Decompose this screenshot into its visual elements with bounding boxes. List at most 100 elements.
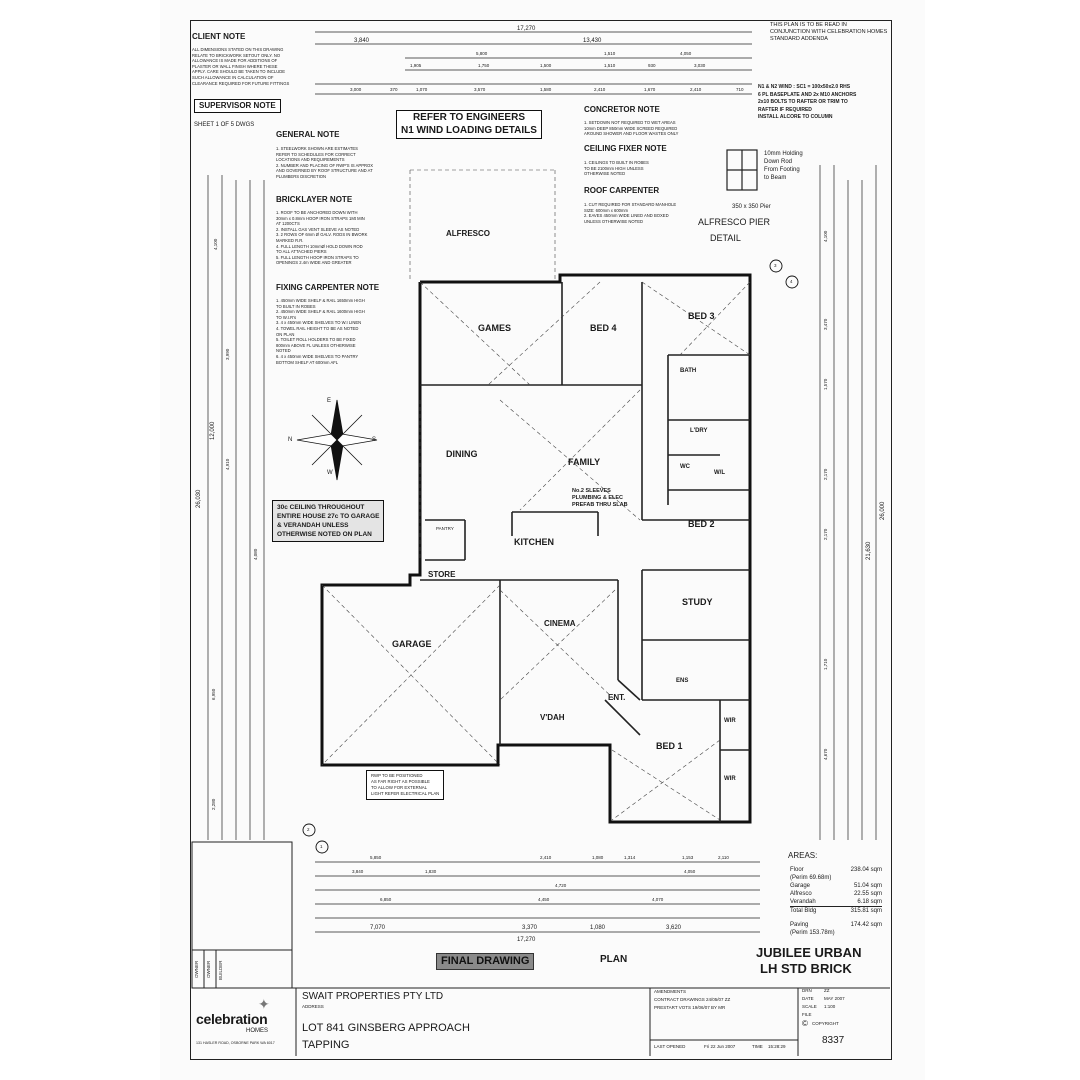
owner-label-1: OWNER [194, 960, 199, 978]
room-vdah: V'DAH [540, 713, 565, 722]
wind-note: N1 & N2 WIND : SC1 = 100x50x2.0 RHS 6 PL… [758, 84, 857, 120]
address-label: ADDRESS [302, 1004, 324, 1009]
dim-top-r3-6: 3,030 [694, 63, 706, 68]
room-study: STUDY [682, 597, 713, 607]
compass-n: N [288, 437, 293, 443]
dim-bot-r1-6: 2,110 [718, 855, 729, 860]
area-row: (Perim 69.68m) [790, 875, 832, 881]
dim-top-right: 13,430 [583, 38, 602, 44]
dim-bot-r2-1: 3,840 [352, 869, 364, 874]
dim-bot-r2-3: 4,720 [555, 883, 567, 888]
dim-bot-r3-3: 4,070 [652, 897, 664, 902]
compass-w: W [327, 470, 333, 476]
concretor-note-title: CONCRETOR NOTE [584, 105, 660, 114]
general-note-title: GENERAL NOTE [276, 130, 340, 139]
builder-label: BUILDER [218, 960, 223, 980]
dim-top-r2-1: 5,800 [476, 51, 488, 56]
date-label: DATE [802, 996, 814, 1001]
room-garage: GARAGE [392, 639, 432, 649]
dim-right-2: 3,470 [823, 318, 828, 330]
final-drawing-badge: FINAL DRAWING [436, 953, 535, 970]
grid-marker-2: 2 [307, 827, 310, 832]
dim-top-r4-5: 1,580 [540, 87, 552, 92]
room-bed4: BED 4 [590, 323, 617, 333]
client-note-title: CLIENT NOTE [192, 32, 246, 41]
last-opened-label: LAST OPENED [654, 1044, 686, 1049]
room-wir-2: WIR [724, 776, 736, 782]
room-wc: WC [680, 464, 690, 470]
file-label: FILE [802, 1012, 812, 1017]
dim-bot-r4-1: 7,070 [370, 925, 386, 931]
dim-right-6: 1,710 [823, 658, 828, 670]
dim-bot-r1-4: 1,314 [624, 855, 636, 860]
compass-s: S [372, 437, 377, 443]
dim-right-7: 4,670 [823, 748, 828, 760]
addenda-note: THIS PLAN IS TO BE READ IN CONJUNCTION W… [770, 22, 888, 42]
dim-right-mid: 21,630 [866, 541, 872, 560]
grid-marker-4: 4 [790, 279, 793, 284]
dim-top-total: 17,270 [517, 26, 536, 32]
dim-top-r4-3: 1,070 [416, 87, 428, 92]
time-value: 15:28:29 [768, 1044, 786, 1049]
ceiling-note-title: CEILING FIXER NOTE [584, 144, 667, 153]
owner-label-2: OWNER [206, 960, 211, 978]
pier-size: 350 x 350 Pier [732, 204, 771, 210]
dim-left-5: 6,950 [211, 688, 216, 700]
time-label: TIME [752, 1044, 763, 1049]
copyright-label: COPYRIGHT [812, 1021, 839, 1026]
room-ens: ENS [676, 678, 689, 684]
room-wir-1: WIR [724, 718, 736, 724]
dim-top-r2-2: 1,510 [604, 51, 616, 56]
area-row: (Perim 153.78m) [790, 930, 835, 936]
dim-left-2: 3,990 [225, 348, 230, 360]
dim-bot-r1-3: 1,080 [592, 855, 604, 860]
house-name-1: JUBILEE URBAN [756, 945, 862, 960]
dim-top-r4-8: 2,410 [690, 87, 702, 92]
compass-rose [296, 399, 378, 481]
dim-top-r4-6: 2,410 [594, 87, 606, 92]
dim-left-6: 2,280 [211, 798, 216, 810]
room-bed1: BED 1 [656, 741, 683, 751]
lot-address: LOT 841 GINSBERG APPROACH [302, 1022, 470, 1034]
scale-label: SCALE [802, 1004, 817, 1009]
scale-value: 1:100 [824, 1004, 836, 1009]
dim-top-r2-3: 4,050 [680, 51, 692, 56]
compass-e: E [327, 398, 332, 404]
dim-bot-r2-4: 4,050 [684, 869, 696, 874]
dim-bot-r4-4: 3,620 [666, 925, 682, 931]
dim-left-1: 4,100 [213, 238, 218, 250]
amendments-label: AMENDMENTS [654, 989, 687, 994]
room-ldry: L'DRY [690, 428, 708, 434]
dim-bot-r1-2: 2,410 [540, 855, 552, 860]
amendment-1: CONTRACT DRAWINGS 24/05/07 ZZ [654, 997, 731, 1002]
amendment-2: PRESTART VOTS 19/06/07 BY MR [654, 1005, 726, 1010]
copyright-icon: © [802, 1019, 808, 1028]
dim-right-1: 4,100 [823, 230, 828, 242]
suburb: TAPPING [302, 1039, 350, 1051]
dim-bot-r1-1: 5,850 [370, 855, 382, 860]
dim-top-r3-3: 1,500 [540, 63, 552, 68]
bricklayer-note-title: BRICKLAYER NOTE [276, 195, 353, 204]
pier-detail-title: ALFRESCO PIER [698, 217, 771, 227]
dim-left-total: 26,030 [196, 489, 202, 508]
grid-marker-1: 1 [320, 844, 323, 849]
dim-bot-r3-1: 6,850 [380, 897, 392, 902]
grid-marker-3: 3 [774, 263, 777, 268]
plan-label: PLAN [600, 954, 628, 965]
drn-label: DRN [802, 988, 812, 993]
job-number: 8337 [822, 1035, 845, 1046]
dim-left-4: 4,080 [253, 548, 258, 560]
dim-bot-r4-2: 3,370 [522, 925, 538, 931]
room-bed3: BED 3 [688, 311, 715, 321]
